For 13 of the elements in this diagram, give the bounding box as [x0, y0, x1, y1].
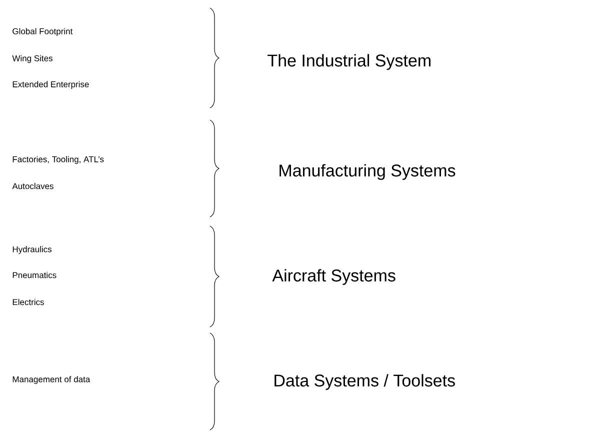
item-text: Global Footprint	[12, 28, 73, 36]
item-text: Hydraulics	[12, 246, 52, 254]
heading-text: Aircraft Systems	[272, 269, 396, 285]
item-text: Pneumatics	[12, 272, 56, 278]
item-text: Extended Enterprise	[12, 81, 89, 89]
item-text: Electrics	[12, 298, 44, 306]
item-text: Factories, Tooling, ATL’s	[12, 156, 104, 164]
item-text: Management of data	[12, 376, 90, 384]
heading-text: The Industrial System	[268, 54, 430, 70]
item-text: Wing Sites	[12, 55, 52, 63]
heading-text: Data Systems / Toolsets	[274, 374, 455, 390]
heading-text: Manufacturing Systems	[280, 164, 456, 180]
item-text: Autoclaves	[12, 182, 54, 190]
